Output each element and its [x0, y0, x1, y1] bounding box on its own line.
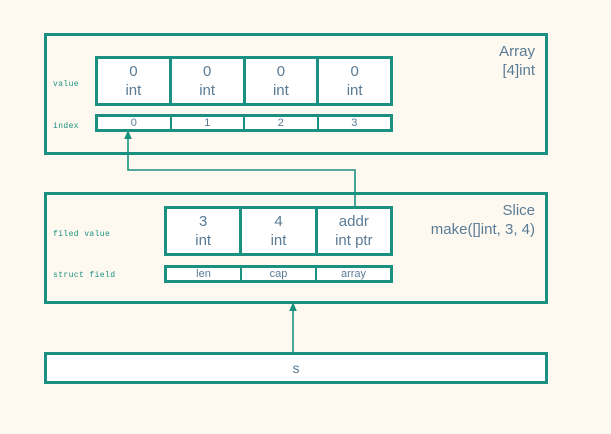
slice-field-cell-array[interactable]: array	[340, 268, 367, 280]
array-index-cell[interactable]: 3	[351, 117, 358, 129]
slice-value-cell-len[interactable]: 3 int	[167, 209, 243, 253]
array-value-cell[interactable]: 0 int	[172, 59, 246, 103]
slice-field-cell-len[interactable]: len	[167, 268, 242, 280]
slice-variable-arrow	[289, 302, 297, 352]
array-value-number: 0	[350, 63, 359, 80]
array-title-line2: [4]int	[502, 62, 535, 79]
array-value-type: int	[125, 82, 142, 99]
array-index-cell[interactable]: 2	[245, 117, 319, 129]
array-value-type: int	[272, 82, 289, 99]
array-value-cell[interactable]: 0 int	[319, 59, 390, 103]
array-index-row-label: index	[53, 122, 80, 131]
slice-value-type: int ptr	[335, 232, 373, 249]
variable-name: s	[292, 360, 300, 376]
array-index-cells: 0 1 2 3	[95, 114, 393, 132]
array-value-number: 0	[202, 63, 212, 80]
slice-value-number: 3	[198, 213, 208, 230]
slice-value-number: 4	[274, 213, 283, 230]
array-value-cell[interactable]: 0 int	[246, 59, 320, 103]
slice-value-cell-cap[interactable]: 4 int	[242, 209, 318, 253]
slice-value-number: addr	[338, 213, 369, 230]
slice-value-type: int	[270, 232, 287, 249]
variable-box: s	[44, 352, 548, 384]
array-value-type: int	[346, 82, 363, 99]
array-value-number: 0	[276, 63, 286, 80]
array-value-cells: 0 int 0 int 0 int 0 int	[95, 56, 393, 106]
slice-value-cell-array[interactable]: addr int ptr	[318, 209, 390, 253]
slice-field-row-label: struct field	[53, 271, 116, 280]
slice-title-line1: Slice	[502, 202, 535, 219]
array-title-line1: Array	[499, 43, 535, 60]
slice-title-line2: make([]int, 3, 4)	[430, 221, 535, 238]
array-value-type: int	[199, 82, 216, 99]
slice-value-row-label: filed value	[53, 230, 111, 239]
array-title: Array [4]int	[499, 42, 535, 80]
slice-title: Slice make([]int, 3, 4)	[431, 201, 535, 239]
array-value-cell[interactable]: 0 int	[98, 59, 172, 103]
array-index-cell[interactable]: 0	[98, 117, 172, 129]
slice-field-cells: len cap array	[164, 265, 393, 283]
slice-field-cell-cap[interactable]: cap	[242, 268, 317, 280]
slice-value-type: int	[195, 232, 212, 249]
array-index-cell[interactable]: 1	[172, 117, 245, 129]
array-value-number: 0	[129, 63, 138, 80]
array-value-row-label: value	[53, 80, 80, 89]
slice-value-cells: 3 int 4 int addr int ptr	[164, 206, 393, 256]
